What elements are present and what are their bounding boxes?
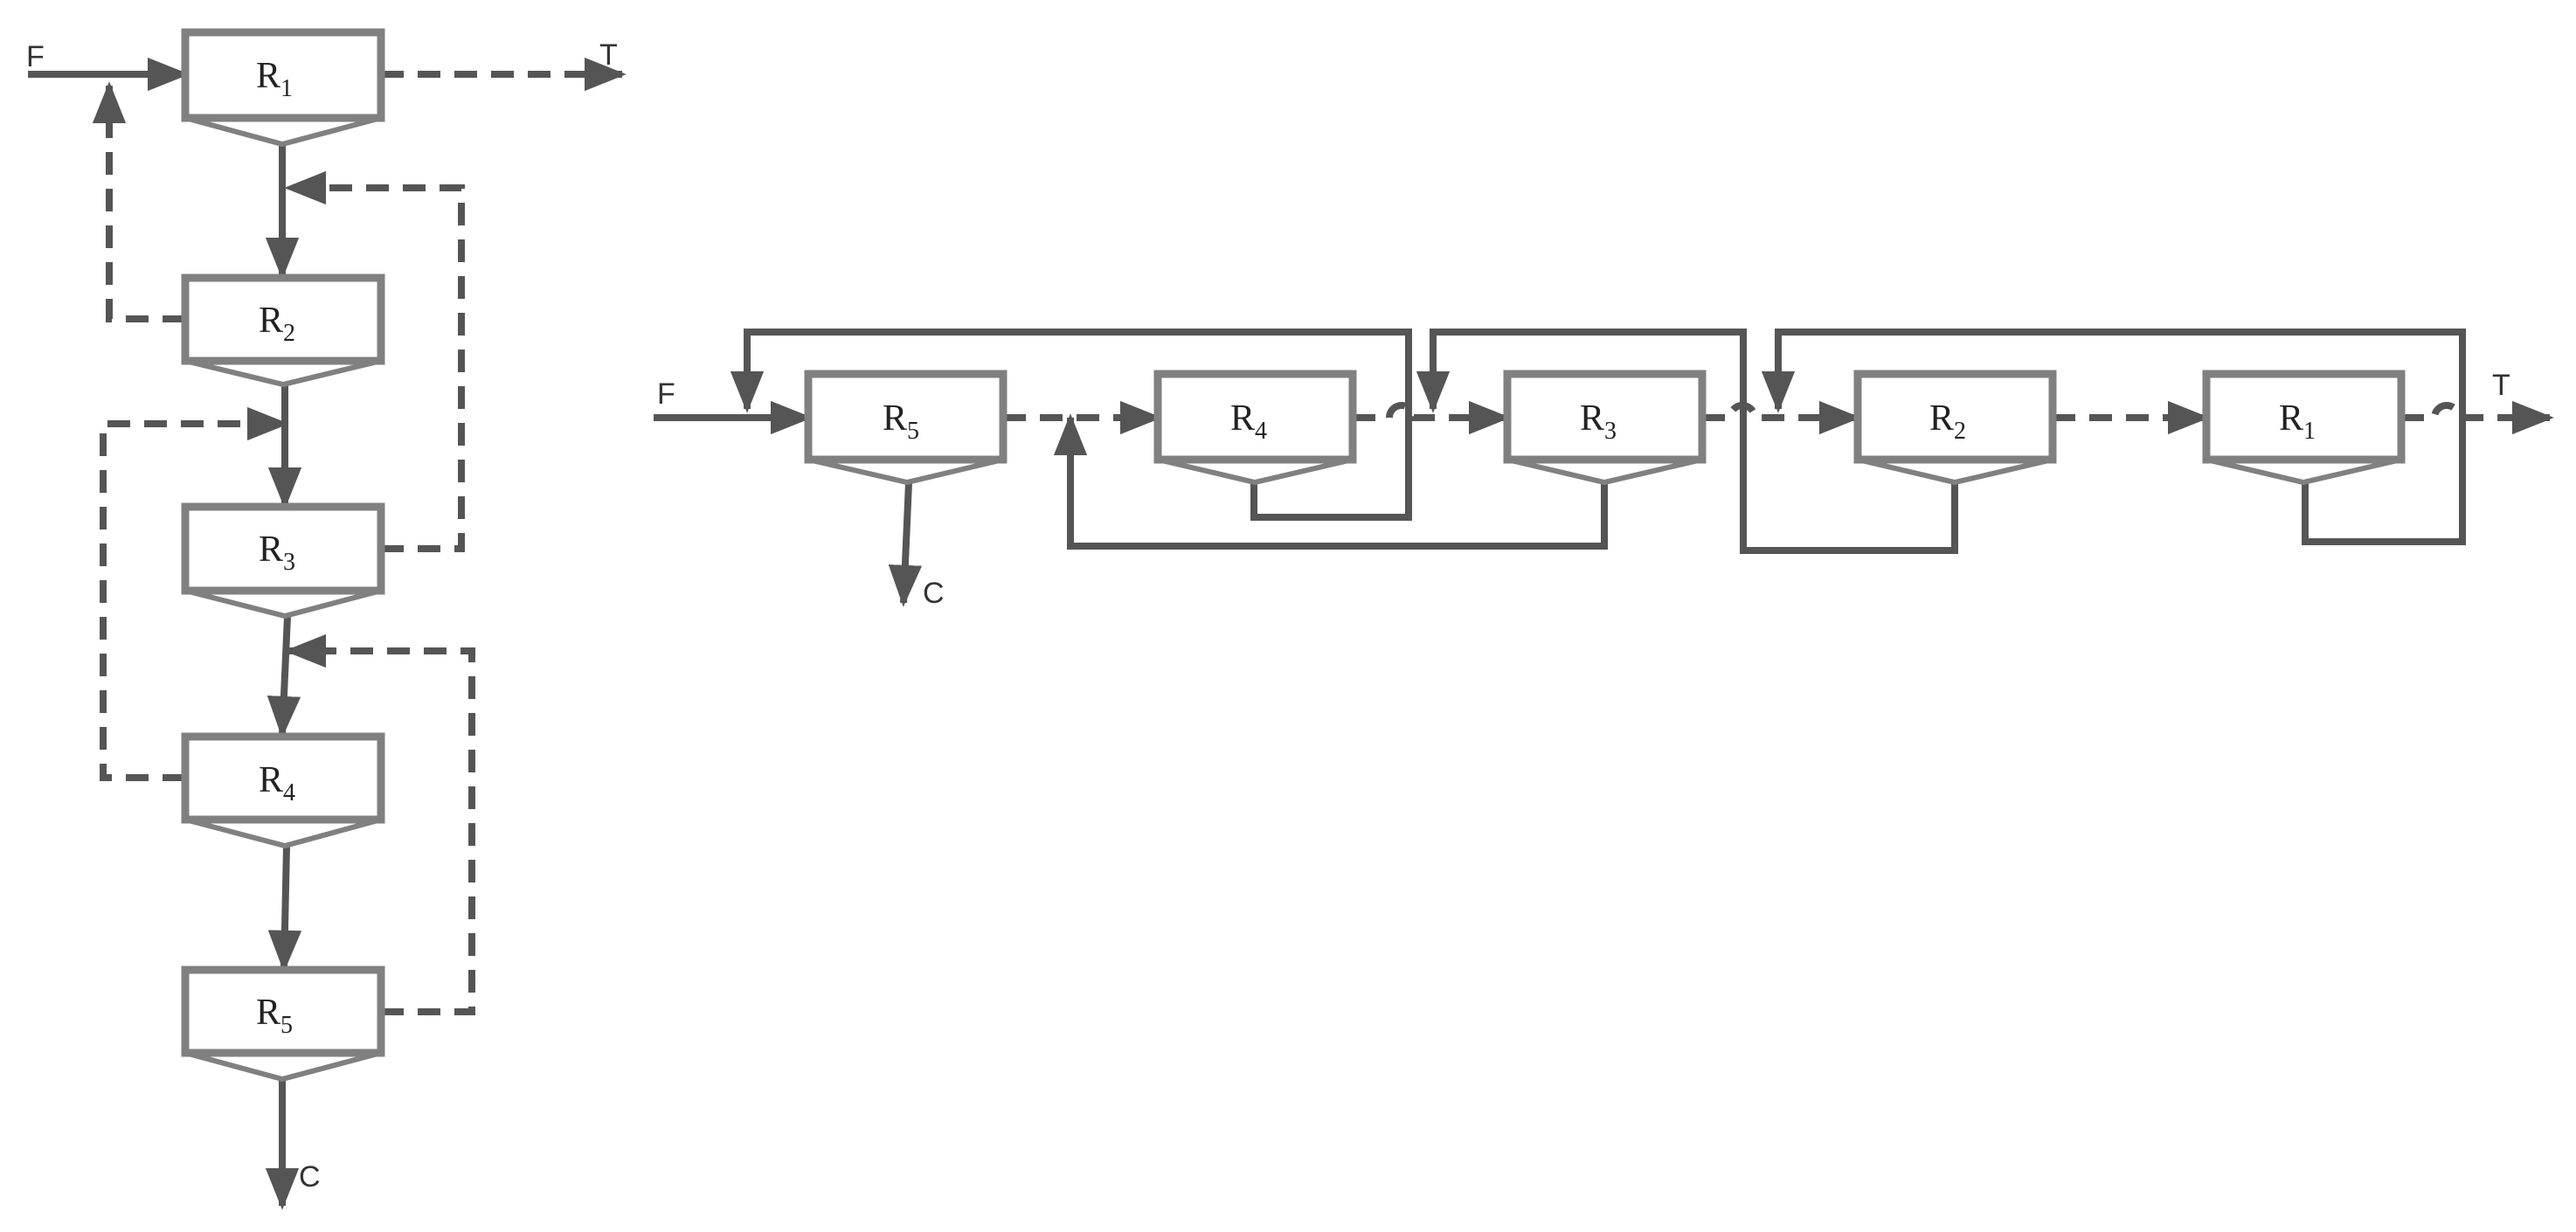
concentrate-line-horizontal bbox=[888, 481, 923, 607]
flow-r4-r5 bbox=[267, 845, 302, 972]
unit-index: 4 bbox=[283, 779, 295, 806]
unit-prefix: R bbox=[883, 398, 907, 439]
svg-text:R5: R5 bbox=[256, 993, 293, 1039]
concentrate-label-vertical: C bbox=[299, 1160, 321, 1194]
tails-line-horizontal bbox=[2401, 400, 2554, 435]
flow-r4-r3 bbox=[1353, 400, 1511, 435]
svg-text:R2: R2 bbox=[1929, 398, 1966, 445]
recycle-r3-to-r1 bbox=[284, 170, 465, 552]
recycle-r2-to-r1 bbox=[92, 81, 185, 322]
horizontal-unit-r5: R5 bbox=[804, 370, 1008, 486]
svg-text:R3: R3 bbox=[259, 529, 295, 576]
unit-index: 4 bbox=[1255, 418, 1267, 445]
unit-index: 5 bbox=[907, 418, 919, 445]
vertical-circuit: F T C R1 R2 R3 bbox=[26, 28, 627, 1210]
recycle-r1-to-r2 bbox=[1761, 329, 2466, 545]
vertical-unit-r3: R3 bbox=[181, 502, 385, 619]
svg-text:R2: R2 bbox=[259, 301, 295, 347]
tails-label-vertical: T bbox=[599, 38, 618, 72]
svg-text:R1: R1 bbox=[256, 56, 293, 102]
unit-prefix: R bbox=[259, 760, 283, 800]
unit-prefix: R bbox=[256, 993, 280, 1033]
unit-index: 3 bbox=[283, 549, 295, 576]
unit-index: 2 bbox=[283, 320, 295, 347]
unit-prefix: R bbox=[2279, 398, 2303, 439]
unit-index: 2 bbox=[1954, 418, 1966, 445]
unit-prefix: R bbox=[1580, 398, 1604, 439]
horizontal-unit-r1: R1 bbox=[2202, 370, 2406, 486]
unit-prefix: R bbox=[259, 301, 283, 341]
vertical-unit-r2: R2 bbox=[181, 273, 385, 388]
recycle-r2-to-r3 bbox=[1416, 329, 1958, 554]
horizontal-unit-r2: R2 bbox=[1853, 370, 2057, 486]
svg-text:R5: R5 bbox=[883, 398, 919, 445]
flow-r3-r4 bbox=[267, 615, 301, 738]
unit-prefix: R bbox=[1929, 398, 1954, 439]
recycle-r3-to-r4 bbox=[1053, 413, 1608, 550]
horizontal-unit-r3: R3 bbox=[1503, 370, 1707, 486]
unit-prefix: R bbox=[256, 56, 280, 96]
recycle-r4-to-r2 bbox=[100, 406, 289, 781]
svg-text:R3: R3 bbox=[1580, 398, 1617, 445]
unit-index: 3 bbox=[1604, 418, 1617, 445]
horizontal-circuit: F T C R5 R4 R3 bbox=[654, 329, 2554, 610]
feed-label-horizontal: F bbox=[657, 377, 675, 411]
vertical-unit-r1: R1 bbox=[181, 28, 385, 148]
tails-label-horizontal: T bbox=[2492, 369, 2510, 402]
vertical-unit-r4: R4 bbox=[181, 732, 385, 849]
unit-index: 1 bbox=[2303, 418, 2316, 445]
recycle-r4-to-r5 bbox=[730, 329, 1412, 521]
svg-text:R1: R1 bbox=[2279, 398, 2316, 445]
unit-prefix: R bbox=[1230, 398, 1255, 439]
unit-index: 1 bbox=[280, 75, 293, 102]
svg-text:R4: R4 bbox=[259, 760, 295, 806]
horizontal-unit-r4: R4 bbox=[1153, 370, 1357, 486]
concentrate-label-horizontal: C bbox=[923, 577, 945, 610]
feed-label-vertical: F bbox=[26, 40, 45, 73]
recycle-r5-to-r3 bbox=[284, 633, 475, 1015]
svg-text:R4: R4 bbox=[1230, 398, 1267, 445]
unit-prefix: R bbox=[259, 529, 283, 570]
unit-index: 5 bbox=[280, 1012, 293, 1039]
vertical-unit-r5: R5 bbox=[181, 966, 385, 1083]
